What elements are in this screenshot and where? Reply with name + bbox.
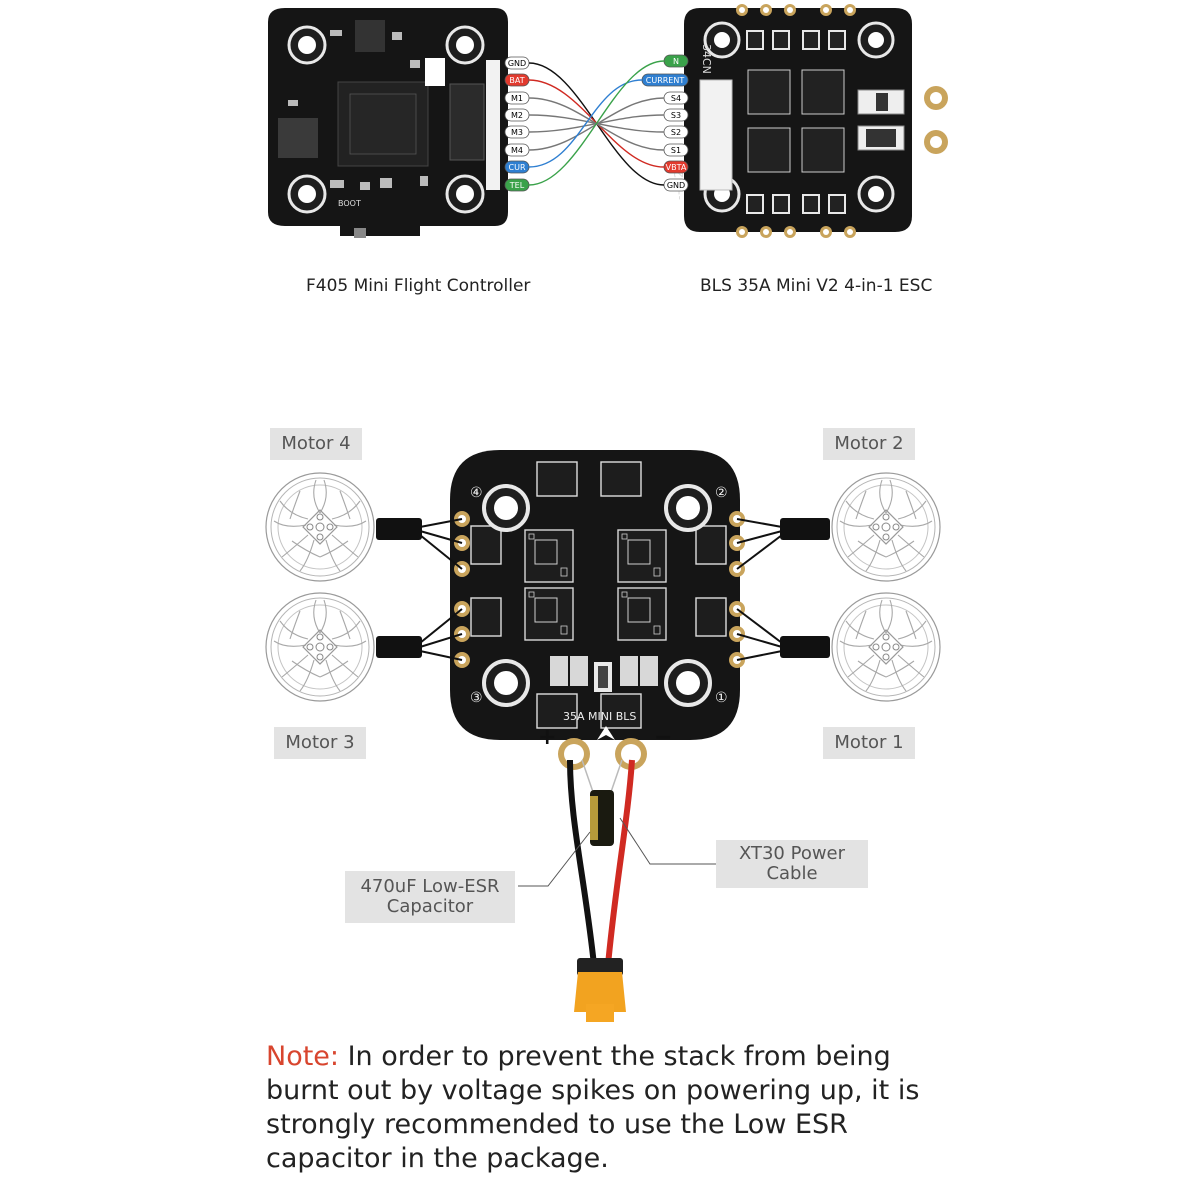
fc-esc-wires [528, 60, 665, 186]
xt30-connector [574, 972, 626, 1012]
minus-sign: − [654, 725, 672, 750]
esc-bottom-board: ④ ② ③ ① 35A MINI BLS [450, 450, 745, 740]
xt30-power-cable [567, 759, 635, 1022]
motor-3-label: Motor 3 [274, 727, 366, 759]
low-esr-capacitor [581, 759, 623, 846]
corner-mark-4: ④ [470, 485, 483, 501]
note-prefix: Note: [266, 1041, 340, 1072]
esc-pin-label: N [673, 57, 679, 66]
arrow-icon [597, 726, 615, 740]
fc-pin-m2: M2 [504, 108, 530, 122]
motor-3 [265, 592, 375, 702]
wire [528, 60, 665, 186]
fc-pin-label: GND [508, 59, 526, 68]
esc-pin-n: N [663, 54, 689, 68]
corner-mark-1: ① [715, 690, 728, 706]
board-label: 35A MINI BLS [563, 710, 636, 723]
motor-wires [419, 518, 783, 661]
esc-pin-s4: S4 [663, 91, 689, 105]
motor-1-label: Motor 1 [823, 727, 915, 759]
esc-pin-label: S1 [671, 146, 681, 155]
corner-mark-2: ② [715, 485, 728, 501]
fc-caption: F405 Mini Flight Controller [306, 276, 531, 296]
flight-controller-board: BOOT [268, 8, 508, 238]
esc-pin-vbta: VBTA [663, 160, 689, 174]
fc-pin-label: M1 [511, 94, 523, 103]
esc-bottom-capacitors [550, 656, 658, 686]
motor-2-label: Motor 2 [823, 428, 915, 460]
esc-top-connector [699, 79, 733, 191]
fc-pin-m4: M4 [504, 143, 530, 157]
capacitor-leader-line [518, 831, 591, 887]
note-paragraph: Note: In order to prevent the stack from… [266, 1040, 966, 1176]
cable-label: XT30 Power Cable [716, 840, 868, 888]
motor-4 [265, 472, 375, 582]
esc-pin-label: S4 [671, 94, 681, 103]
wire [528, 79, 643, 168]
fc-pin-label: M4 [511, 146, 523, 155]
fc-pin-label: BAT [509, 76, 524, 85]
fc-pin-tel: TEL [504, 178, 530, 192]
fc-mounting-holes [287, 25, 485, 214]
esc-connector-label: 34CN [700, 44, 713, 74]
fc-boot-label: BOOT [338, 199, 361, 208]
esc-pin-s2: S2 [663, 125, 689, 139]
esc-caption: BLS 35A Mini V2 4-in-1 ESC [700, 276, 933, 296]
esc-pin-s1: S1 [663, 143, 689, 157]
esc-bottom-mounting-holes [482, 484, 712, 707]
plus-sign: + [538, 725, 556, 750]
esc-pin-current: CURRENT [641, 73, 689, 87]
fc-pin-label: TEL [509, 181, 525, 190]
esc-pin-label: S2 [671, 128, 681, 137]
fc-connector [486, 60, 500, 190]
fc-pin-label: M2 [511, 111, 523, 120]
fc-pin-bat: BAT [504, 73, 530, 87]
capacitor-label: 470uF Low-ESR Capacitor [345, 871, 515, 923]
fc-pin-m3: M3 [504, 125, 530, 139]
cable-leader-line [619, 817, 716, 865]
esc-pin-label: VBTA [666, 163, 687, 172]
esc-pin-label: GND [667, 181, 685, 190]
fc-inductor [278, 118, 318, 158]
esc-pin-s3: S3 [663, 108, 689, 122]
esc-top-power-pads [924, 86, 948, 154]
esc-pin-label: CURRENT [646, 76, 685, 85]
corner-mark-3: ③ [470, 690, 483, 706]
motor-2 [831, 472, 941, 582]
motor-4-label: Motor 4 [270, 428, 362, 460]
esc-pin-gnd: GND [663, 178, 689, 192]
fc-pin-cur: CUR [504, 160, 530, 174]
fc-pin-gnd: GND [504, 56, 530, 70]
esc-pin-label: S3 [671, 111, 681, 120]
esc-top-board: 34CN -+12 [672, 4, 948, 238]
fc-pin-label: M3 [511, 128, 523, 137]
fc-pin-label: CUR [509, 163, 526, 172]
fc-pin-m1: M1 [504, 91, 530, 105]
motor-1 [831, 592, 941, 702]
note-text: In order to prevent the stack from being… [266, 1041, 920, 1174]
